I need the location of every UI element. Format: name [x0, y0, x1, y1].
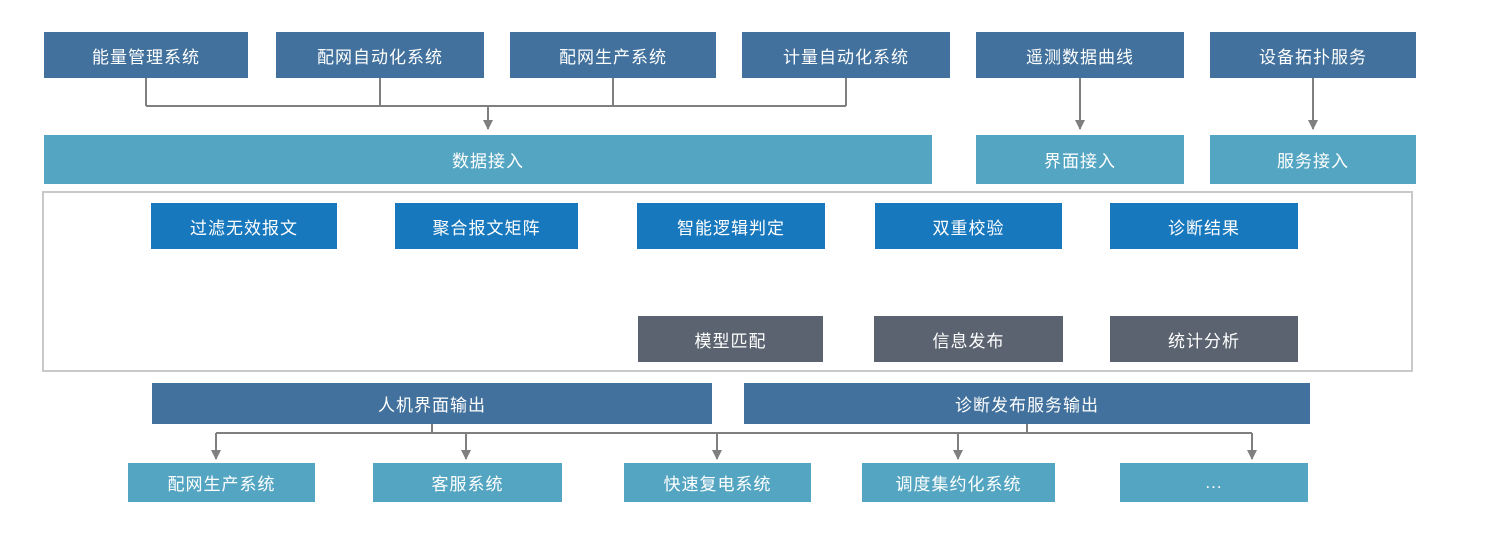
pipeline-step-aggregate-message-matrix: 聚合报文矩阵 [395, 203, 578, 249]
target-customer-service-system: 客服系统 [373, 463, 562, 502]
target-dispatch-intensive-system: 调度集约化系统 [862, 463, 1055, 502]
node-energy-management-system: 能量管理系统 [44, 32, 248, 78]
node-data-access: 数据接入 [44, 135, 932, 184]
target-distribution-production-system: 配网生产系统 [128, 463, 315, 502]
node-device-topology-service: 设备拓扑服务 [1210, 32, 1416, 78]
arrows-outputs-to-targets [211, 424, 1257, 460]
node-hmi-output: 人机界面输出 [152, 383, 712, 424]
node-model-matching: 模型匹配 [638, 316, 823, 362]
node-ui-access: 界面接入 [976, 135, 1184, 184]
node-distribution-production-system: 配网生产系统 [510, 32, 716, 78]
pipeline-step-intelligent-logic-judgment: 智能逻辑判定 [637, 203, 825, 249]
target-rapid-power-restoration-system: 快速复电系统 [624, 463, 811, 502]
node-diagnosis-publish-service-output: 诊断发布服务输出 [744, 383, 1310, 424]
node-statistical-analysis: 统计分析 [1110, 316, 1298, 362]
arrows-sources-to-data-access [145, 78, 847, 130]
target-ellipsis-more-systems: ... [1120, 463, 1308, 502]
node-service-access: 服务接入 [1210, 135, 1416, 184]
arrows-ui-service-access [1075, 78, 1318, 130]
pipeline-step-diagnosis-result: 诊断结果 [1110, 203, 1298, 249]
node-telemetry-data-curve: 遥测数据曲线 [976, 32, 1184, 78]
node-distribution-automation-system: 配网自动化系统 [276, 32, 484, 78]
pipeline-step-double-verification: 双重校验 [875, 203, 1062, 249]
pipeline-step-filter-invalid-messages: 过滤无效报文 [151, 203, 337, 249]
node-information-publishing: 信息发布 [874, 316, 1063, 362]
node-metering-automation-system: 计量自动化系统 [742, 32, 950, 78]
